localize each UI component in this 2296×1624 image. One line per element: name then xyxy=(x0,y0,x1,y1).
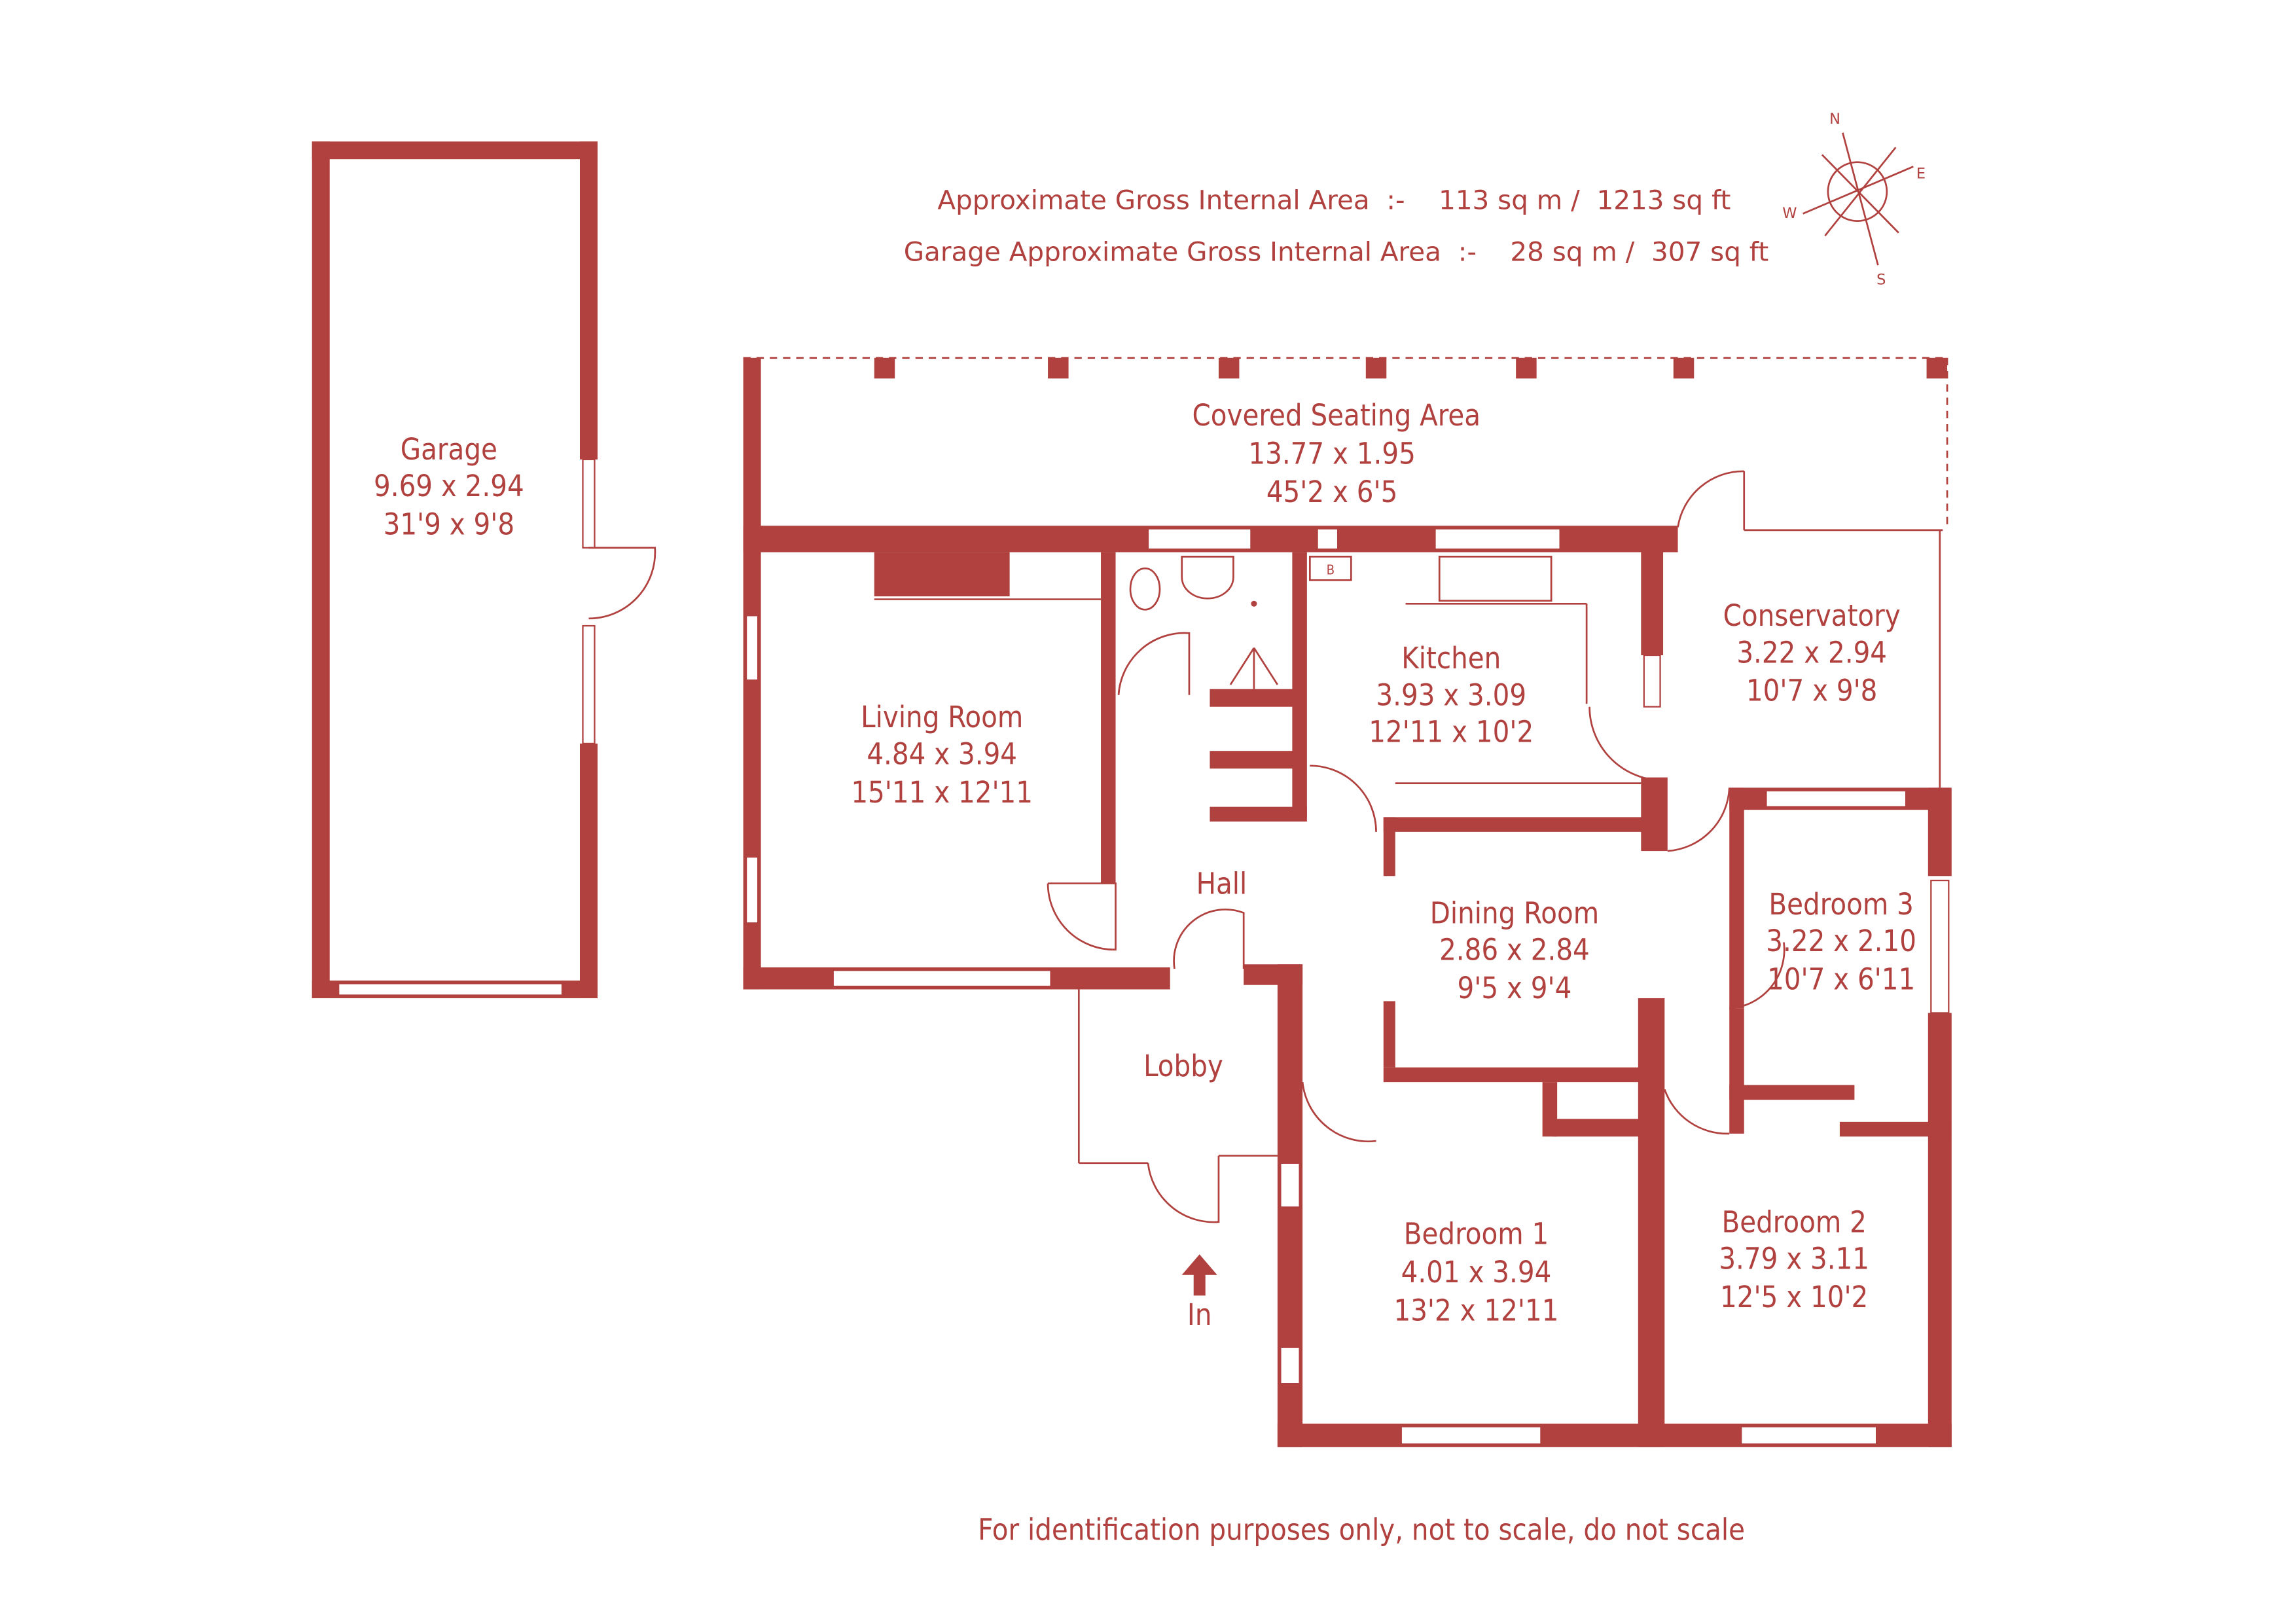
room-hall-label: Hall xyxy=(1196,866,1247,901)
gross-internal-area: Approximate Gross Internal Area :- 113 s… xyxy=(937,185,1731,216)
svg-text:13'2 x 12'11: 13'2 x 12'11 xyxy=(1393,1293,1558,1327)
svg-text:3.79 x 3.11: 3.79 x 3.11 xyxy=(1719,1242,1869,1276)
svg-text:10'7 x 6'11: 10'7 x 6'11 xyxy=(1767,962,1915,996)
room-garage-label: Garage 9.69 x 2.94 31'9 x 9'8 xyxy=(374,432,524,542)
room-dining-label: Dining Room 2.86 x 2.84 9'5 x 9'4 xyxy=(1430,895,1599,1005)
svg-text:Dining Room: Dining Room xyxy=(1430,895,1599,930)
svg-text:W: W xyxy=(1782,205,1797,222)
svg-text:4.01 x 3.94: 4.01 x 3.94 xyxy=(1401,1255,1552,1290)
svg-text:Bedroom 3: Bedroom 3 xyxy=(1768,887,1913,922)
svg-text:31'9 x 9'8: 31'9 x 9'8 xyxy=(384,507,515,542)
room-living-label: Living Room 4.84 x 3.94 15'11 x 12'11 xyxy=(851,700,1033,810)
room-bedroom3-label: Bedroom 3 3.22 x 2.10 10'7 x 6'11 xyxy=(1766,887,1916,997)
toilet-icon xyxy=(1129,567,1161,611)
svg-text:3.22 x 2.10: 3.22 x 2.10 xyxy=(1766,924,1916,958)
svg-text:9'5 x 9'4: 9'5 x 9'4 xyxy=(1458,971,1572,1005)
disclaimer: For identification purposes only, not to… xyxy=(978,1512,1745,1547)
sink-icon xyxy=(1438,555,1552,602)
svg-text:N: N xyxy=(1829,111,1840,128)
svg-text:Covered Seating Area: Covered Seating Area xyxy=(1193,398,1481,433)
room-conservatory-label: Conservatory 3.22 x 2.94 10'7 x 9'8 xyxy=(1723,598,1901,708)
garage-gross-internal-area: Garage Approximate Gross Internal Area :… xyxy=(904,236,1768,267)
fixtures: B xyxy=(1129,555,1588,704)
svg-text:10'7 x 9'8: 10'7 x 9'8 xyxy=(1746,674,1878,708)
svg-text:4.84 x 3.94: 4.84 x 3.94 xyxy=(867,736,1017,771)
svg-text:Conservatory: Conservatory xyxy=(1723,598,1901,633)
svg-text:E: E xyxy=(1916,165,1926,182)
room-bedroom2-label: Bedroom 2 3.79 x 3.11 12'5 x 10'2 xyxy=(1719,1205,1869,1315)
svg-text:12'11 x 10'2: 12'11 x 10'2 xyxy=(1369,715,1534,749)
garage xyxy=(312,141,656,998)
svg-text:3.93 x 3.09: 3.93 x 3.09 xyxy=(1376,677,1526,712)
room-bedroom1-label: Bedroom 1 4.01 x 3.94 13'2 x 12'11 xyxy=(1393,1216,1558,1327)
svg-text:Kitchen: Kitchen xyxy=(1401,641,1501,676)
boiler-icon xyxy=(1309,555,1352,581)
garage-door[interactable] xyxy=(588,547,656,620)
entrance-label: In xyxy=(1187,1297,1212,1332)
svg-text:Bedroom 2: Bedroom 2 xyxy=(1721,1205,1866,1240)
svg-text:S: S xyxy=(1876,271,1886,288)
svg-text:15'11 x 12'11: 15'11 x 12'11 xyxy=(851,775,1033,810)
room-lobby-label: Lobby xyxy=(1143,1049,1223,1083)
house-walls xyxy=(743,357,1952,1447)
svg-text:Bedroom 1: Bedroom 1 xyxy=(1404,1216,1549,1251)
svg-text:3.22 x 2.94: 3.22 x 2.94 xyxy=(1736,635,1887,670)
svg-text:Garage: Garage xyxy=(401,432,497,467)
svg-text:45'2 x 6'5: 45'2 x 6'5 xyxy=(1266,475,1398,509)
covered-seating-area xyxy=(743,357,1948,528)
compass-icon: N E S W xyxy=(1782,111,1926,288)
svg-text:2.86 x 2.84: 2.86 x 2.84 xyxy=(1439,932,1590,967)
shower-icon xyxy=(1229,647,1279,689)
room-covered-label: Covered Seating Area 13.77 x 1.95 45'2 x… xyxy=(1193,398,1481,509)
svg-text:12'5 x 10'2: 12'5 x 10'2 xyxy=(1720,1280,1868,1314)
svg-text:Living Room: Living Room xyxy=(861,700,1023,734)
svg-text:13.77 x 1.95: 13.77 x 1.95 xyxy=(1248,437,1415,471)
svg-text:B: B xyxy=(1327,562,1335,577)
entrance-arrow-icon xyxy=(1181,1254,1217,1296)
svg-text:9.69 x 2.94: 9.69 x 2.94 xyxy=(374,469,524,503)
basin-icon xyxy=(1181,555,1234,600)
room-kitchen-label: Kitchen 3.93 x 3.09 12'11 x 10'2 xyxy=(1369,641,1534,749)
doors[interactable] xyxy=(1047,470,1785,1223)
